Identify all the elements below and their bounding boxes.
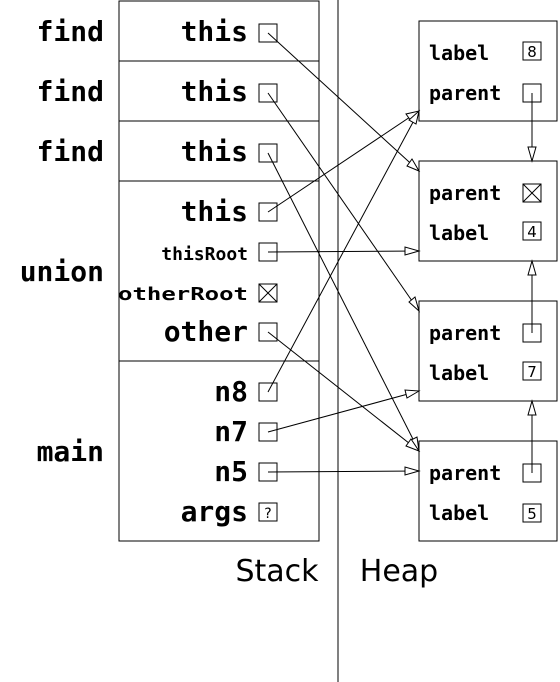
args-value: ?: [264, 506, 271, 522]
pointer-arrow: [267, 152, 420, 452]
stack-value-box: [258, 143, 278, 163]
pointer-arrow: [267, 32, 420, 172]
stack-var-name: other: [164, 315, 248, 348]
heap-object-4: [418, 160, 558, 262]
heap-object-8: [418, 20, 558, 122]
pointer-arrow: [267, 331, 420, 452]
stack-value-box: [258, 83, 278, 103]
stack-var-name: args: [181, 495, 248, 528]
heap-label-value: 7: [527, 363, 537, 381]
arrowhead: [527, 146, 537, 163]
heap-label: Heap: [360, 554, 438, 589]
pointer-arrow: [267, 470, 420, 473]
stack-var-name: thisRoot: [161, 244, 248, 265]
heap-value-box: [522, 361, 542, 381]
heap-value-box: [522, 221, 542, 241]
stack-var-name: n5: [214, 455, 248, 488]
heap-null-box: [522, 183, 542, 203]
heap-field-name: label: [429, 501, 489, 525]
frame-method-label: find: [37, 135, 104, 168]
frame-method-label: union: [20, 255, 104, 288]
stack-var-name: this: [181, 195, 248, 228]
heap-field-name: label: [429, 361, 489, 385]
frame-method-label: find: [37, 75, 104, 108]
arrowhead: [527, 259, 537, 276]
heap-field-name: parent: [429, 321, 501, 345]
arrowhead: [404, 466, 421, 476]
stack-var-name: n8: [214, 375, 248, 408]
heap-value-box: [522, 41, 542, 61]
arrowhead: [527, 399, 537, 416]
heap-field-name: parent: [429, 461, 501, 485]
frame-method-label: find: [37, 15, 104, 48]
stack-var-name: this: [181, 135, 248, 168]
stack-null-box: [258, 283, 278, 303]
stack-label: Stack: [235, 554, 319, 589]
arrowhead: [408, 296, 420, 313]
arrowhead: [406, 158, 421, 173]
null-cross-mark: [258, 283, 278, 303]
heap-value-box: [522, 503, 542, 523]
arrowhead: [404, 246, 421, 256]
pointer-arrow: [267, 110, 420, 393]
pointer-arrows: [267, 32, 537, 476]
stack-var-name: n7: [214, 415, 248, 448]
frame-main: [118, 360, 320, 542]
heap-label-value: 5: [527, 505, 537, 523]
heap-field-name: label: [429, 41, 489, 65]
pointer-arrow: [267, 110, 420, 213]
pointer-arrow: [267, 390, 420, 433]
stack-value-box: [258, 322, 278, 342]
heap-label-value: 8: [527, 43, 537, 61]
heap-field-name: parent: [429, 181, 501, 205]
stack-var-name: otherRoot: [118, 284, 248, 305]
stack-value-box: [258, 502, 278, 522]
arrowhead: [408, 109, 420, 125]
null-cross-mark: [522, 183, 542, 203]
arrowhead: [404, 389, 421, 399]
stack-value-box: [258, 23, 278, 43]
stack-value-box: [258, 422, 278, 442]
heap-field-name: label: [429, 221, 489, 245]
heap-object-7: [418, 300, 558, 402]
arrowhead: [405, 438, 421, 453]
heap-label-value: 4: [527, 223, 537, 241]
heap-object-5: [418, 440, 558, 542]
stack-var-name: this: [181, 15, 248, 48]
stack-value-box: [258, 382, 278, 402]
heap-field-name: parent: [429, 81, 501, 105]
stack-var-name: this: [181, 75, 248, 108]
stack-frames: [118, 0, 320, 542]
frame-method-label: main: [37, 435, 104, 468]
pointer-arrow: [267, 92, 420, 312]
stack-value-box: [258, 202, 278, 222]
